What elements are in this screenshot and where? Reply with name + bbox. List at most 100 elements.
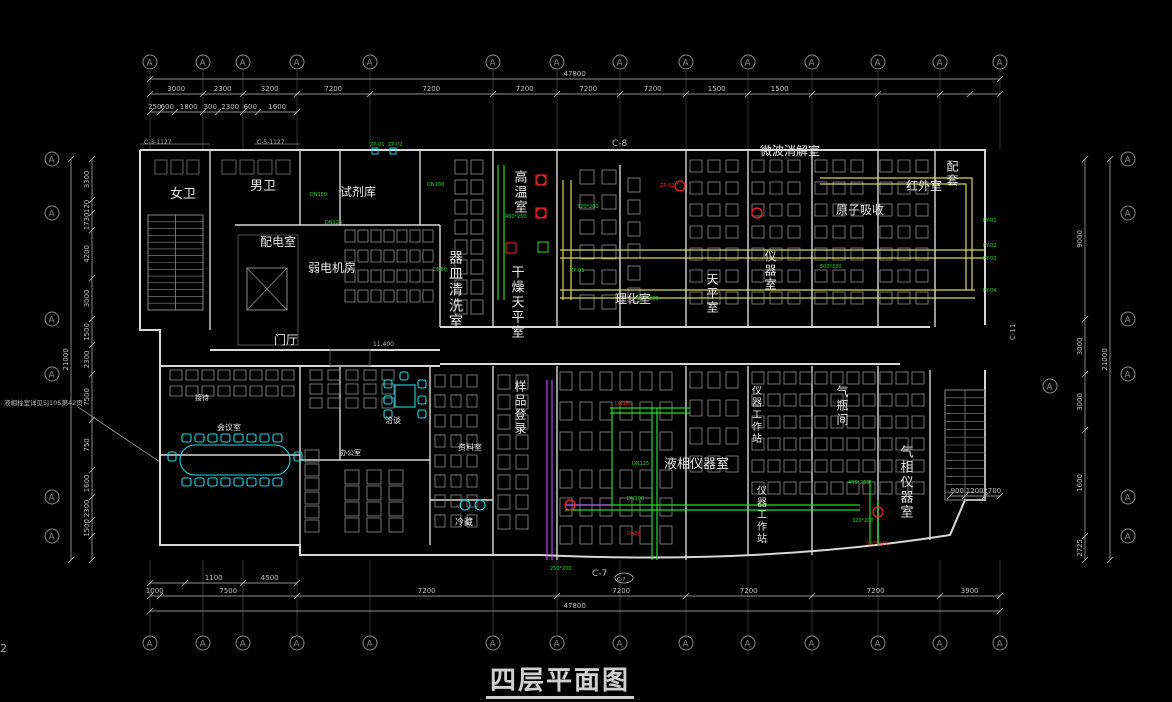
lab-bench — [850, 203, 864, 217]
lab-bench — [911, 371, 925, 385]
duct-tag: ZP-01 — [570, 268, 585, 274]
lab-bench — [814, 225, 828, 239]
dim-top-total-label: 47800 — [564, 70, 586, 78]
meeting-furniture — [167, 371, 486, 511]
duct-tag: DN125 — [632, 461, 649, 467]
dim-left-tick — [88, 516, 96, 524]
lab-bench — [879, 247, 893, 261]
negotiation-table — [394, 384, 416, 408]
lab-bench — [814, 393, 828, 407]
lab-bench — [832, 181, 846, 195]
axis-bubble-label: A — [49, 210, 56, 220]
reception-chair — [474, 499, 486, 511]
lab-bench — [751, 415, 765, 429]
dim-bottom-label: 7200 — [740, 587, 758, 595]
lab-bench — [466, 414, 478, 428]
supply-diffuser — [537, 241, 549, 253]
conference-chair — [194, 433, 205, 443]
dim-top-sub-label: 250 — [148, 103, 161, 111]
lab-bench — [787, 247, 801, 261]
dim-top-tick — [616, 90, 624, 98]
toilet-stall — [221, 159, 237, 175]
dim-left-total-tick — [67, 556, 75, 564]
dim-top-label: 7200 — [324, 85, 342, 93]
lab-bench — [639, 401, 653, 421]
lab-bench — [497, 394, 511, 410]
axis-bubble-label: A — [49, 533, 56, 543]
dim-left-label: 4200 — [83, 245, 91, 263]
lab-bench — [814, 181, 828, 195]
room-label-tianping: 天平室 — [705, 273, 719, 315]
left-note: 液相柱室详见5J105第42页 — [4, 398, 83, 407]
lab-bench — [169, 385, 183, 397]
lab-bench — [388, 469, 404, 485]
lab-bench — [897, 247, 911, 261]
axis-bubble — [44, 205, 60, 221]
axis-bubble — [1120, 528, 1136, 544]
toilet-stall — [239, 159, 255, 175]
axis-bubble-label: A — [937, 640, 944, 650]
lab-bench — [879, 269, 893, 283]
room-label-wudu: 微波消解室 — [760, 143, 820, 158]
room-label-peidian: 配电室 — [260, 234, 296, 249]
lab-bench — [799, 459, 813, 473]
lab-bench — [832, 269, 846, 283]
lab-bench — [434, 494, 446, 508]
dim-top-tick — [489, 90, 497, 98]
duct-green-riser — [497, 165, 505, 300]
lab-bench — [470, 199, 484, 215]
axis-bubble — [485, 54, 501, 70]
conference-chair — [181, 477, 192, 487]
duct-tag: DN150 — [310, 192, 327, 198]
lab-bench — [366, 517, 382, 533]
grid-label-bottom: C-7 — [592, 569, 607, 579]
dim-top-sub-tick — [146, 108, 154, 116]
lab-bench — [751, 269, 765, 283]
lab-bench — [707, 455, 721, 473]
lab-bench — [345, 397, 359, 409]
room-label-nan: 男卫 — [250, 179, 276, 194]
lab-bench — [470, 219, 484, 235]
axis-bubble-label: A — [745, 640, 752, 650]
dim-top-tick — [682, 90, 690, 98]
room-label-nv: 女卫 — [170, 186, 196, 202]
dim-right-row-tick — [946, 492, 954, 500]
dim-top-label: 3000 — [167, 85, 185, 93]
dim-right-label: 1600 — [1076, 474, 1084, 492]
dim-left-label: 120 — [83, 200, 91, 213]
lab-bench — [751, 203, 765, 217]
axis-bubble-label: A — [49, 494, 56, 504]
lab-bench — [281, 385, 295, 397]
lab-bench — [659, 431, 673, 451]
axis-bubble-label: A — [1125, 494, 1132, 504]
lab-bench — [344, 229, 356, 243]
lab-bench — [751, 393, 765, 407]
dim-left-total-tick — [67, 155, 75, 163]
lab-bench — [434, 414, 446, 428]
lab-bench — [599, 401, 613, 421]
axis-bubble — [1120, 489, 1136, 505]
dim-right-label: 3000 — [1076, 337, 1084, 355]
lab-bench — [579, 497, 593, 517]
dim-right-tick — [1081, 426, 1089, 434]
dim-bottom-tick — [293, 592, 301, 600]
lab-bench — [383, 289, 395, 303]
axis-bubble — [44, 489, 60, 505]
duct-tag: PY-02 — [983, 243, 997, 249]
lab-bench — [707, 247, 721, 261]
lab-bench — [832, 203, 846, 217]
lab-bench — [846, 459, 860, 473]
lab-bench — [304, 505, 320, 519]
lab-bench — [434, 514, 446, 528]
axis-bubble — [44, 151, 60, 167]
dim-left-label: 750 — [83, 438, 91, 451]
lab-bench — [363, 383, 377, 395]
lab-bench — [879, 371, 893, 385]
lab-bench — [915, 203, 929, 217]
axis-bubble-label: A — [997, 640, 1004, 650]
lab-bench — [627, 221, 641, 237]
duct-tag: DN80 — [627, 531, 641, 537]
axis-bubble — [142, 54, 158, 70]
room-label-peiyang: 配套 — [945, 160, 959, 188]
room-label-bangong: 办公室 — [340, 448, 361, 457]
